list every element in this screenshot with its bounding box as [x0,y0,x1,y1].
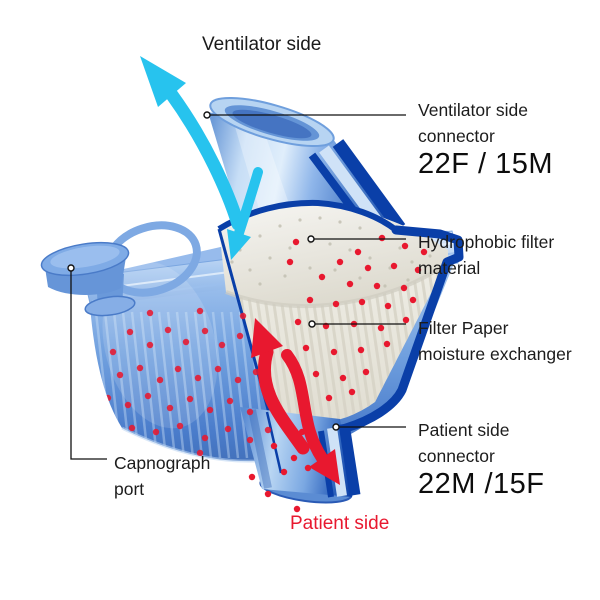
ventilator-flow-arrow-down [227,167,263,260]
patient-flow-arrow-up [251,318,310,455]
filter-paper-line2: moisture exchanger [418,344,572,364]
patient-side-label: Patient side [290,513,390,534]
tube-cut-edge-outer [332,139,406,232]
capnograph-port [40,221,201,317]
callout-capnograph-port: Capnograph port [114,450,210,502]
tube-opening [232,109,312,139]
leader-dots [67,111,340,431]
filter-paper-line1: Filter Paper [418,318,509,338]
arrowhead-down-icon [227,229,251,260]
patient-flow-arrow-down [281,349,340,485]
callout-hydrophobic-filter: Hydrophobic filter material [418,229,554,281]
capnograph-port-line2: port [114,479,145,499]
callout-filter-paper: Filter Paper moisture exchanger [418,315,572,367]
ventilator-connector-line2: connector [418,126,495,146]
leader-capnograph-port [70,268,107,460]
ventilator-connector-size: 22F / 15M [418,148,554,180]
arrowhead-up-icon [140,56,186,107]
ventilator-connector-line1: Ventilator side [418,100,528,120]
patient-connector-size: 22M /15F [418,468,545,500]
arrowhead-up-red-icon [251,318,283,358]
leader-lines [70,114,406,460]
bottom-tube-cut-edge-outer [338,423,361,496]
capnograph-port-line1: Capnograph [114,453,211,473]
ventilator-side-label: Ventilator side [202,34,322,55]
patient-connector-line1: Patient side [418,420,510,440]
drum-pleats-through-shell [94,311,294,459]
bottom-tube-cut-wall [327,427,347,497]
patient-connector-tube [240,407,361,504]
hydrophobic-filter-line1: Hydrophobic filter [418,232,555,252]
shell-cut-edge-right [335,225,464,436]
callout-ventilator-connector: Ventilator side connector 22F / 15M [418,97,553,181]
port-collar [84,295,136,317]
callout-patient-connector: Patient side connector 22M /15F [418,417,545,501]
hydrophobic-filter-line2: material [418,258,481,278]
bottom-cut-plane-line [265,411,283,474]
patient-connector-line2: connector [418,446,495,466]
arrowhead-down-red-icon [309,449,340,485]
ventilator-flow-arrow-up [140,56,245,231]
